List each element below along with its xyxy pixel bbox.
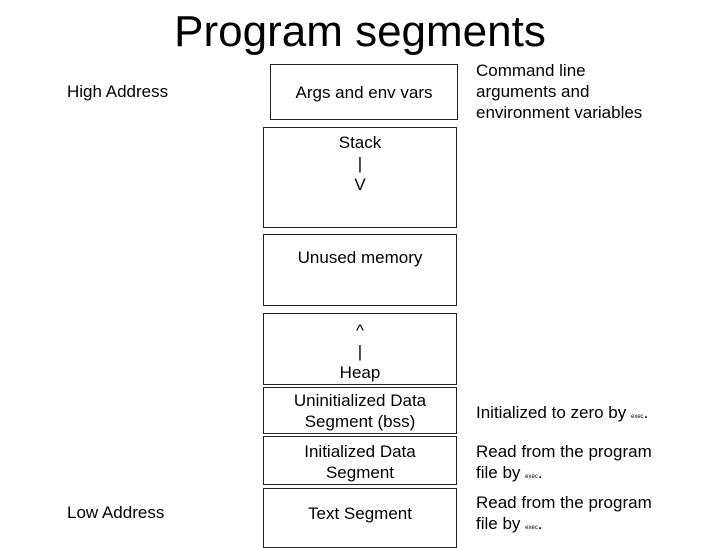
args-note-line: Command line [476,61,586,80]
text-segment: Text Segment [263,488,457,548]
heap-segment: ^ | Heap [263,313,457,385]
text-note-line: Read from the program [476,493,652,512]
page-title: Program segments [174,7,546,56]
data-label-line: Segment [325,463,395,482]
unused-memory-label: Unused memory [297,248,423,267]
heap-label: Heap [339,363,381,382]
heap-text: ^ | Heap [264,320,456,383]
unused-memory-segment: Unused memory [263,234,457,306]
stack-arrow-shaft: | [357,154,363,173]
args-note-line: arguments and [476,82,590,101]
stack-segment: Stack | V [263,127,457,228]
data-note: Read from the program file by exec. [476,441,652,488]
data-text: Initialized Data Segment [264,441,456,483]
data-note-line: file by [476,463,521,482]
data-segment: Initialized Data Segment [263,436,457,485]
text-segment-label: Text Segment [308,504,412,523]
data-note-period: . [537,463,543,482]
bss-note-text: Initialized to zero by [476,403,627,422]
bss-segment: Uninitialized Data Segment (bss) [263,387,457,434]
stack-label: Stack [338,133,382,152]
low-address-label: Low Address [67,503,165,522]
text-note-line: file by [476,514,521,533]
bss-text: Uninitialized Data Segment (bss) [264,390,456,432]
bss-note: Initialized to zero by exec. [476,402,648,428]
text-note: Read from the program file by exec. [476,492,652,539]
stack-text: Stack | V [264,132,456,195]
heap-arrow-shaft: | [357,342,363,361]
data-note-exec: exec [525,474,538,480]
args-env-note: Command line arguments and environment v… [476,60,642,123]
data-note-line: Read from the program [476,442,652,461]
heap-arrow-head: ^ [356,321,364,340]
bss-label-line: Segment (bss) [304,412,416,431]
bss-note-period: . [643,403,649,422]
bss-label-line: Uninitialized Data [293,391,427,410]
text-note-period: . [537,514,543,533]
stack-arrow-head: V [354,175,366,194]
args-env-segment: Args and env vars [270,64,458,120]
args-note-line: environment variables [476,103,643,122]
high-address-label: High Address [67,82,169,101]
bss-note-exec: exec [630,414,644,420]
data-label-line: Initialized Data [304,442,416,461]
text-note-exec: exec [525,525,538,531]
args-env-label: Args and env vars [295,83,433,102]
